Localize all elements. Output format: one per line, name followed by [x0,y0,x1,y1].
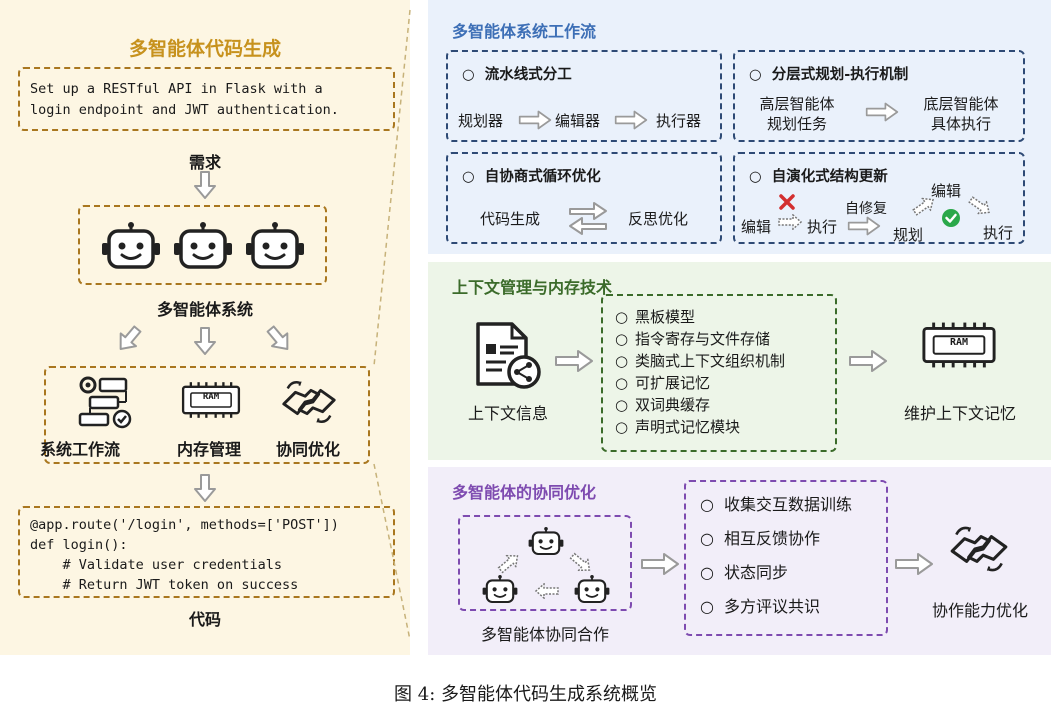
robot-icon [482,575,518,605]
code-label: 代码 [188,610,221,629]
dashed-arrow-icon [497,554,519,574]
error-cross-icon [779,194,795,210]
arrow-right-icon [848,350,888,372]
generated-code-text: @app.route('/login', methods=['POST']) d… [30,517,339,593]
pipeline-step-executor: 执行器 [656,112,702,130]
workflow-panel-title: 多智能体系统工作流 [452,22,597,41]
generated-code-box: @app.route('/login', methods=['POST']) d… [18,506,395,598]
low-level-agent: 底层智能体 具体执行 [923,95,999,133]
context-item: ○指令寄存与文件存储 [615,330,771,348]
modules-box: RAM 系统工作流 内存管理 协同优化 [40,366,370,464]
panel-connector [373,9,411,641]
pipeline-box: ○ 流水线式分工 规划器 编辑器 执行器 [446,50,722,142]
context-techniques-box: ○黑板模型 ○指令寄存与文件存储 ○类脑式上下文组织机制 ○可扩展记忆 ○双词典… [601,294,837,452]
figure-caption: 图 4: 多智能体代码生成系统概览 [394,684,657,705]
context-panel-title: 上下文管理与内存技术 [452,278,613,297]
arrow-down-icon [194,325,216,357]
arrow-right-icon [554,350,594,372]
module-label-memory: 内存管理 [176,440,241,459]
requirement-label: 需求 [188,153,221,172]
context-output-label: 维护上下文记忆 [903,404,1016,423]
negotiation-box: ○ 自协商式循环优化 代码生成 反思优化 [446,152,722,244]
pipeline-title: ○ 流水线式分工 [462,67,572,83]
success-check-icon [942,209,960,227]
collab-input-label: 多智能体协同合作 [480,625,609,644]
high-level-agent: 高层智能体 规划任务 [759,95,835,133]
evolve-exec-1: 执行 [807,218,838,236]
workflow-panel: 多智能体系统工作流 ○ 流水线式分工 规划器 编辑器 执行器 ○ 分层式规划-执… [428,0,1051,254]
dashed-arrow-icon [569,552,591,572]
context-item: ○双词典缓存 [615,396,711,414]
robot-icon [172,222,234,272]
collab-item: ○多方评议共识 [700,597,821,616]
collab-item: ○相互反馈协作 [700,529,821,548]
module-label-collab: 协同优化 [275,440,340,459]
context-item: ○黑板模型 [615,308,696,326]
left-title: 多智能体代码生成 [128,38,281,60]
agent-collab-box [458,515,632,611]
collab-methods-box: ○收集交互数据训练 ○相互反馈协作 ○状态同步 ○多方评议共识 [684,480,888,636]
context-item: ○可扩展记忆 [615,374,711,392]
arrow-right-icon [518,110,552,130]
evolve-edit-2: 编辑 [931,182,962,200]
collab-item: ○状态同步 [700,563,789,582]
hierarchical-title: ○ 分层式规划-执行机制 [749,67,909,83]
context-item: ○声明式记忆模块 [615,418,741,436]
pipeline-step-editor: 编辑器 [555,112,601,130]
collab-panel: 多智能体的协同优化 多智能体协同合作 ○收集交互数据训练 ○相互反馈协作 ○状态… [428,467,1051,655]
robot-icon [244,222,306,272]
module-label-workflow: 系统工作流 [39,440,120,459]
collab-item: ○收集交互数据训练 [700,495,853,514]
collab-output-label: 协作能力优化 [931,601,1028,620]
collab-panel-title: 多智能体的协同优化 [452,483,597,502]
multi-agent-system-label: 多智能体系统 [156,300,253,319]
workflow-icon [78,376,132,429]
arrow-right-icon [640,553,680,575]
dashed-arrow-icon [968,196,990,215]
dashed-arrow-icon [534,583,559,599]
evolve-plan: 规划 [893,226,924,244]
arrow-down-icon [194,170,216,200]
agents-box [78,205,327,285]
requirement-prompt-box: Set up a RESTful API in Flask with a log… [18,67,395,131]
robot-icon [528,527,564,557]
handshake-icon [946,519,1012,579]
context-panel: 上下文管理与内存技术 上下文信息 ○黑板模型 ○指令寄存与文件存储 ○类脑式上下… [428,262,1051,460]
ram-chip-label: RAM [202,392,220,402]
context-input-label: 上下文信息 [467,404,548,423]
arrow-right-icon [894,553,934,575]
code-generation-step: 代码生成 [480,210,541,228]
evolve-exec-2: 执行 [983,224,1014,242]
reflection-step: 反思优化 [628,210,689,228]
evolve-edit-1: 编辑 [741,218,772,236]
requirement-prompt-text: Set up a RESTful API in Flask with a log… [30,81,339,118]
negotiation-title: ○ 自协商式循环优化 [462,169,601,185]
dashed-arrow-icon [912,197,934,216]
handshake-icon [278,374,340,430]
dashed-arrow-icon [778,214,803,230]
context-item: ○类脑式上下文组织机制 [615,352,786,370]
arrow-down-icon [194,473,216,503]
evolving-box: ○ 自演化式结构更新 编辑 执行 自修复 规划 编辑 执行 [733,152,1025,244]
self-repair-label: 自修复 [845,201,887,217]
context-document-icon [476,322,541,389]
arrow-right-icon [847,216,881,236]
hierarchical-box: ○ 分层式规划-执行机制 高层智能体 规划任务 底层智能体 具体执行 [733,50,1025,142]
robot-icon [100,222,162,272]
arrow-right-icon [614,110,648,130]
ram-chip-label: RAM [949,337,969,348]
exchange-arrows-icon [569,202,607,235]
pipeline-step-planner: 规划器 [458,112,504,130]
arrow-right-icon [865,102,899,122]
robot-icon [574,575,610,605]
evolving-title: ○ 自演化式结构更新 [749,169,888,185]
